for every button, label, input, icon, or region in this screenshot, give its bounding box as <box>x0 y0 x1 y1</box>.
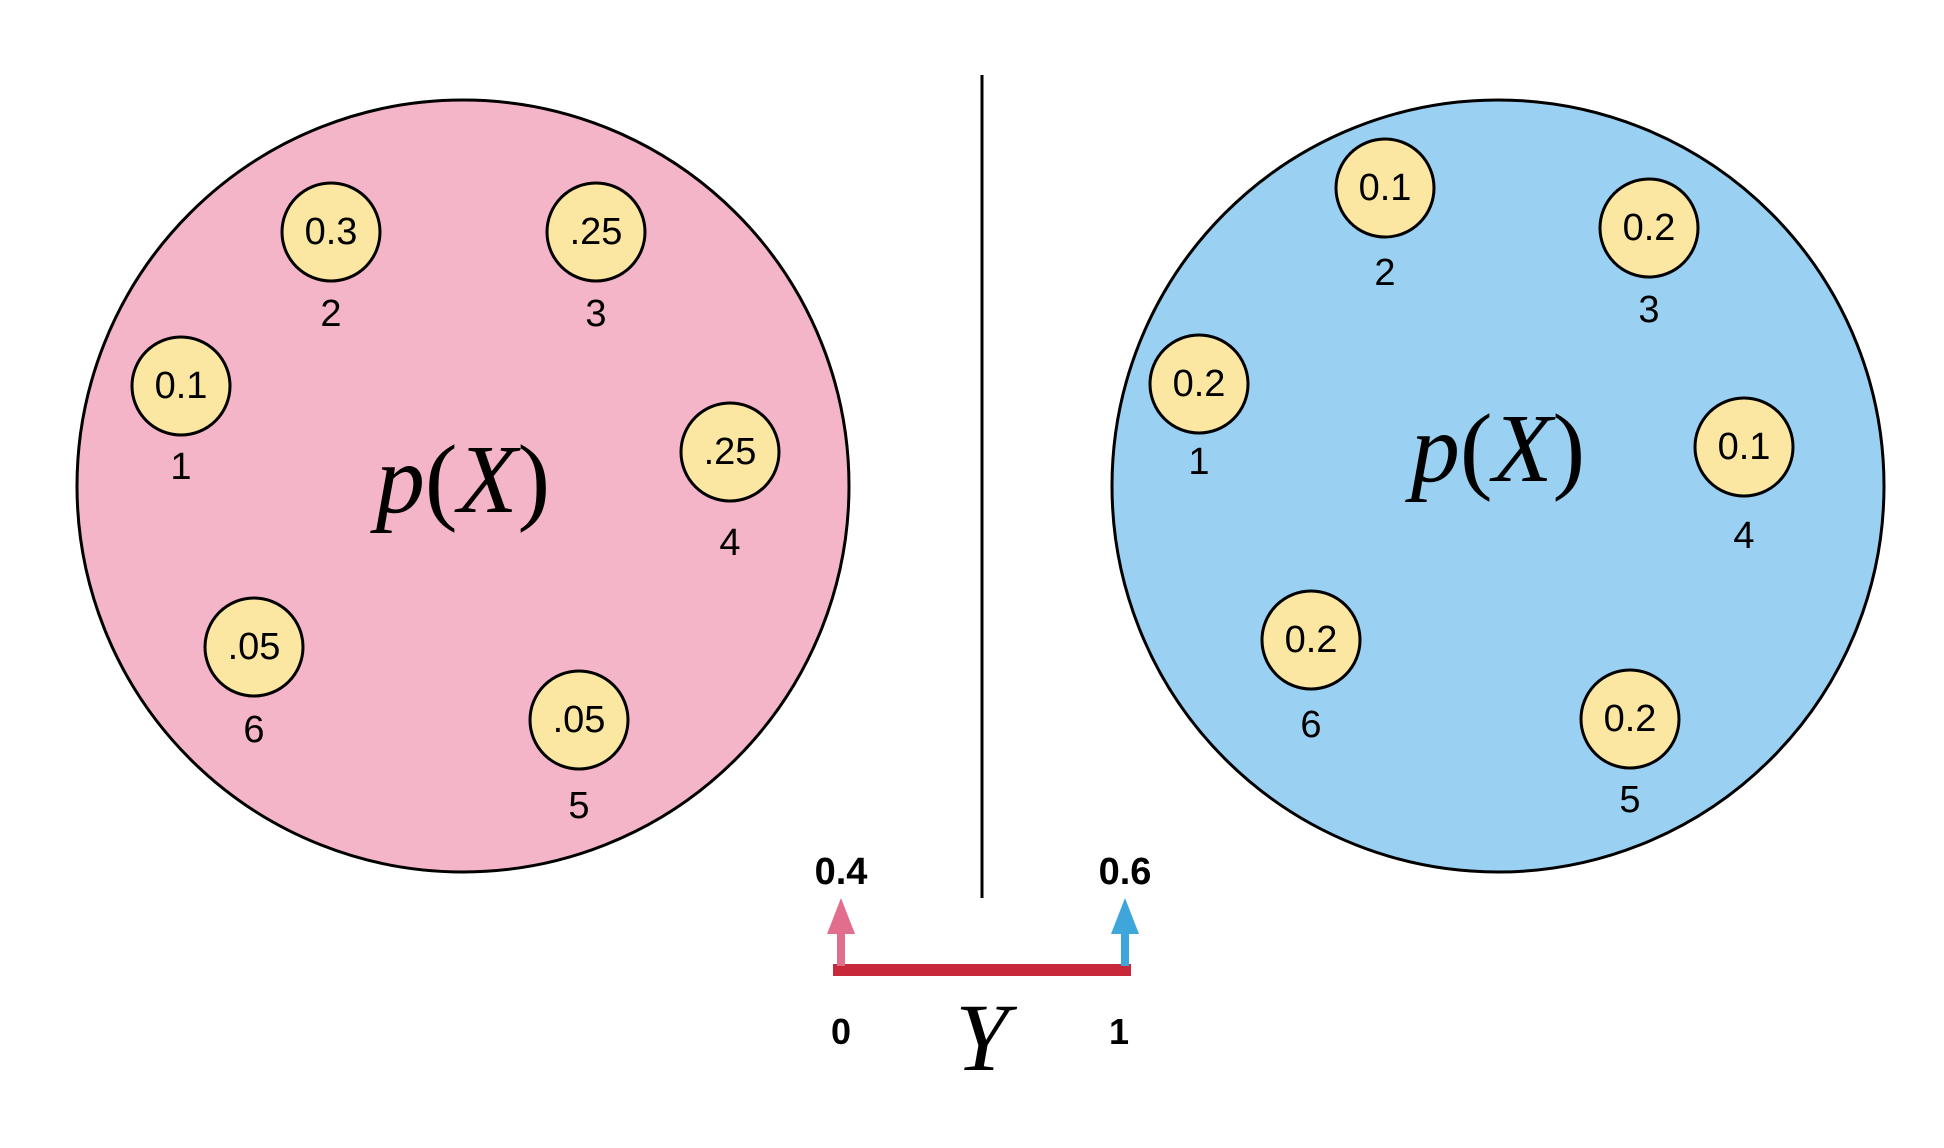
y-distribution: 0.4 0.6 0 1 Y <box>815 851 1152 1091</box>
left-outcome-5-index: 5 <box>568 785 589 827</box>
y0-probability: 0.4 <box>815 851 868 893</box>
left-distribution-label: p(X) <box>370 426 550 534</box>
left-label-p: p <box>370 426 425 534</box>
right-outcome-4-node <box>1693 396 1795 498</box>
right-label-var: X <box>1489 395 1557 503</box>
left-outcome-3-index: 3 <box>585 293 606 335</box>
right-outcome-1-prob: 0.2 <box>1173 363 1226 405</box>
right-label-open: ( <box>1460 395 1493 503</box>
left-label-open: ( <box>425 426 458 534</box>
left-outcome-2-node <box>280 181 382 283</box>
left-outcome-4-node <box>679 401 781 503</box>
right-outcome-3-node <box>1598 177 1700 279</box>
left-outcome-3: .25 3 <box>545 181 647 335</box>
right-outcome-3-prob: 0.2 <box>1623 207 1676 249</box>
left-outcome-1-node <box>130 335 232 437</box>
right-outcome-5-prob: 0.2 <box>1604 698 1657 740</box>
left-outcome-3-prob: .25 <box>570 211 623 253</box>
left-outcome-1-prob: 0.1 <box>155 365 208 407</box>
left-outcome-4-prob: .25 <box>704 431 757 473</box>
y-axis-label: Y <box>955 984 1017 1091</box>
left-distribution: p(X) 0.1 1 0.3 2 .25 3 .25 4 .05 5 <box>75 98 851 874</box>
right-outcome-5-node <box>1579 668 1681 770</box>
right-outcome-2-index: 2 <box>1374 252 1395 294</box>
right-distribution-label: p(X) <box>1405 395 1585 503</box>
left-outcome-5-node <box>528 669 630 771</box>
left-outcome-1-index: 1 <box>170 446 191 488</box>
right-outcome-2-node <box>1334 137 1436 239</box>
left-outcome-6-index: 6 <box>243 709 264 751</box>
left-label-var: X <box>454 426 522 534</box>
right-outcome-5: 0.2 5 <box>1579 668 1681 821</box>
left-label-close: ) <box>517 426 550 534</box>
left-outcome-1: 0.1 1 <box>130 335 232 488</box>
left-outcome-6: .05 6 <box>203 596 305 751</box>
left-outcome-2-index: 2 <box>320 293 341 335</box>
y-tick-1: 1 <box>1109 1011 1129 1052</box>
left-outcome-4: .25 4 <box>679 401 781 564</box>
left-outcome-6-node <box>203 596 305 698</box>
right-outcome-4-index: 4 <box>1733 515 1754 557</box>
left-outcome-3-node <box>545 181 647 283</box>
right-outcome-6-node <box>1260 589 1362 691</box>
right-outcome-6: 0.2 6 <box>1260 589 1362 746</box>
right-outcome-5-index: 5 <box>1619 779 1640 821</box>
y0-arrow-head-icon <box>827 898 855 934</box>
y1-arrow-head-icon <box>1111 898 1139 934</box>
right-outcome-2-prob: 0.1 <box>1359 167 1412 209</box>
y1-probability: 0.6 <box>1099 851 1152 893</box>
left-outcome-4-index: 4 <box>719 522 740 564</box>
right-label-p: p <box>1405 395 1460 503</box>
right-outcome-3: 0.2 3 <box>1598 177 1700 331</box>
right-outcome-3-index: 3 <box>1638 289 1659 331</box>
right-outcome-1-node <box>1148 333 1250 435</box>
right-outcome-2: 0.1 2 <box>1334 137 1436 294</box>
left-outcome-2-prob: 0.3 <box>305 211 358 253</box>
right-outcome-1-index: 1 <box>1188 441 1209 483</box>
right-label-close: ) <box>1552 395 1585 503</box>
right-outcome-6-prob: 0.2 <box>1285 619 1338 661</box>
left-outcome-2: 0.3 2 <box>280 181 382 335</box>
right-outcome-6-index: 6 <box>1300 704 1321 746</box>
left-outcome-5: .05 5 <box>528 669 630 827</box>
right-outcome-4: 0.1 4 <box>1693 396 1795 557</box>
left-outcome-6-prob: .05 <box>228 626 281 668</box>
right-distribution: p(X) 0.2 1 0.1 2 0.2 3 0.1 4 0.2 5 <box>1110 98 1886 874</box>
right-outcome-4-prob: 0.1 <box>1718 426 1771 468</box>
right-outcome-1: 0.2 1 <box>1148 333 1250 483</box>
y-tick-0: 0 <box>831 1011 851 1052</box>
left-outcome-5-prob: .05 <box>553 699 606 741</box>
